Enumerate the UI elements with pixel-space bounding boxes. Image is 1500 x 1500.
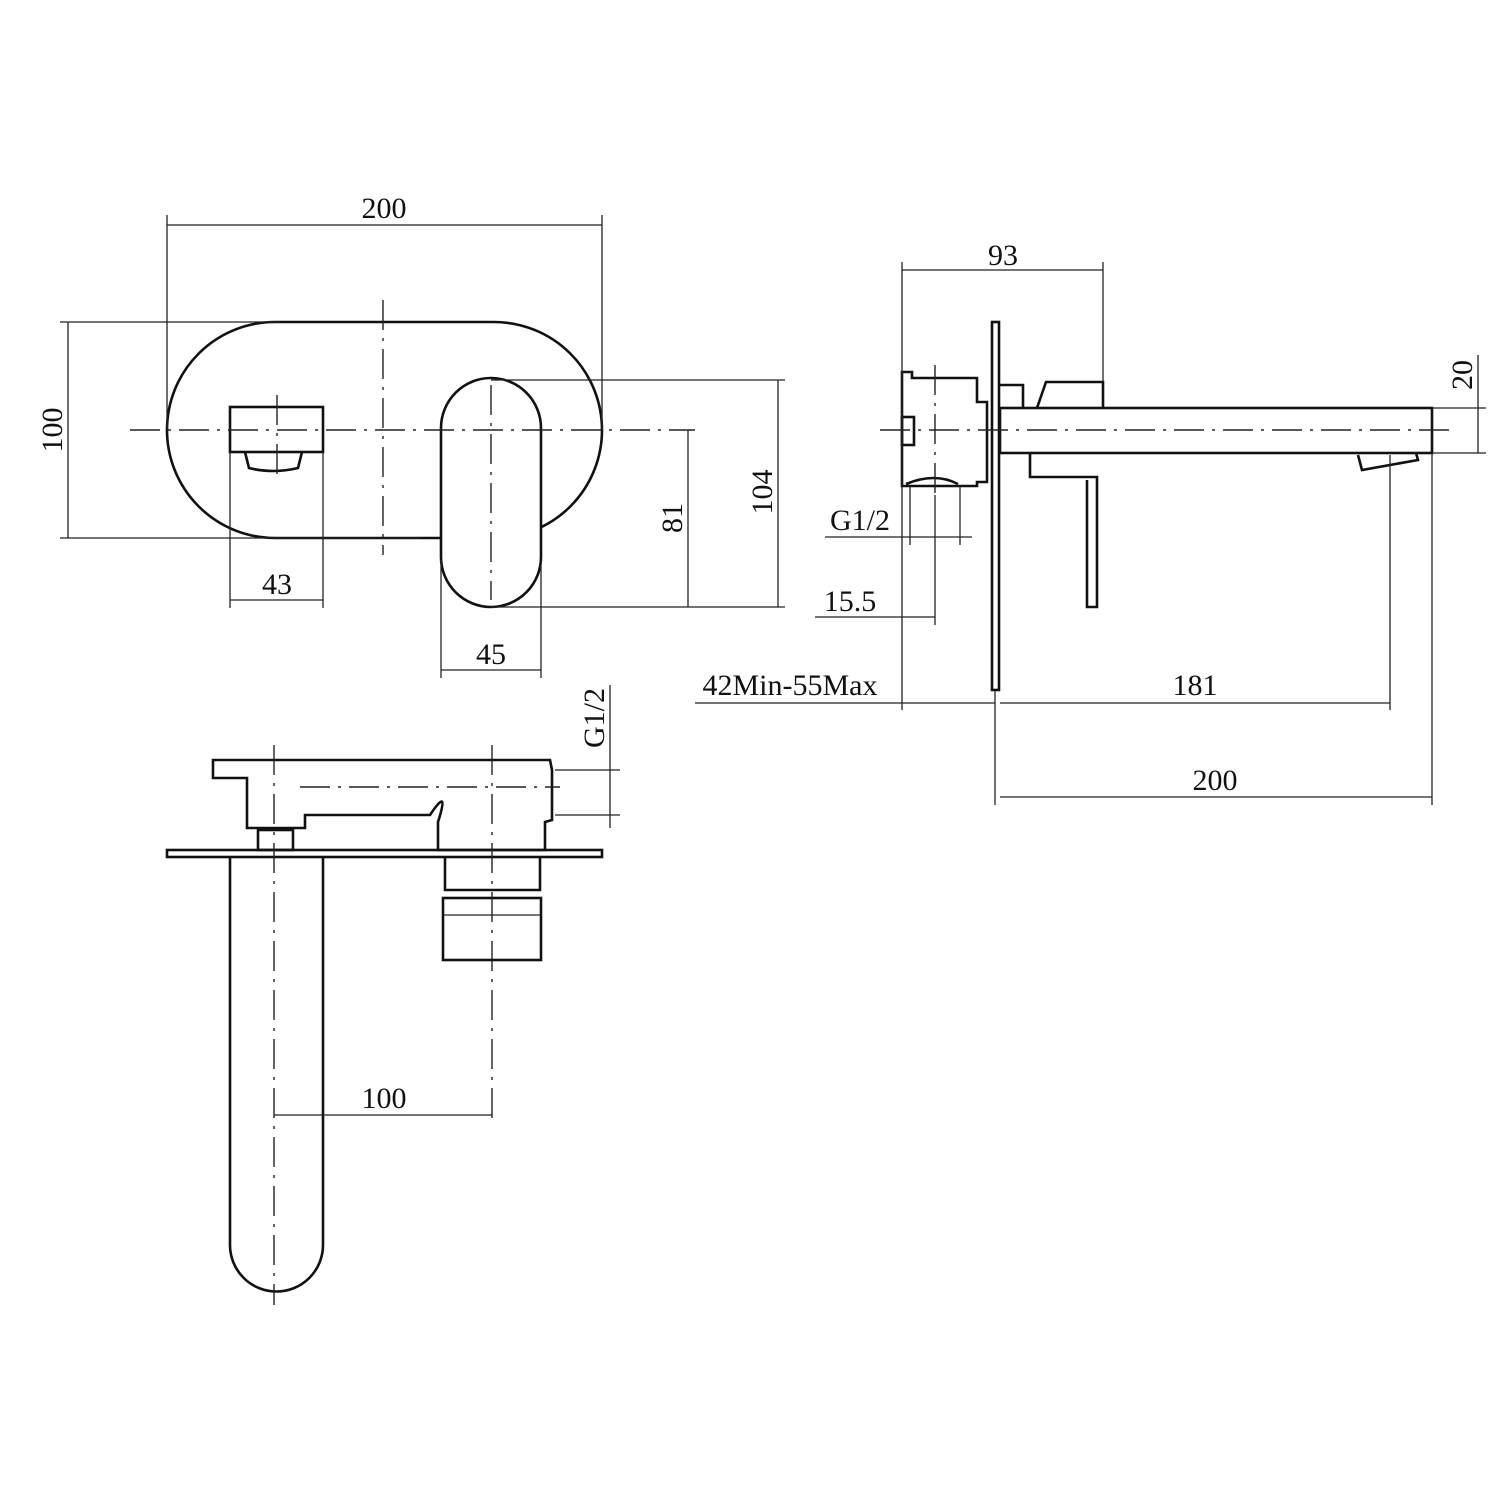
handle-lever-side — [1028, 453, 1099, 609]
top-view: 100 G1/2 — [165, 685, 620, 1305]
dim-spout-length: 200 — [1193, 764, 1238, 797]
side-view: 93 20 G1/2 15.5 42Min-55Max 181 200 — [695, 239, 1486, 805]
dim-handle-width: 45 — [476, 638, 506, 671]
dim-inlet-offset: 15.5 — [824, 585, 877, 618]
dim-inlet-thread: G1/2 — [830, 504, 890, 537]
spout-top — [228, 857, 325, 1293]
aerator-side — [1356, 452, 1420, 472]
dim-wall-range: 42Min-55Max — [703, 669, 878, 702]
handle-top-side — [1000, 380, 1105, 409]
valve-body-side — [900, 370, 989, 488]
dim-top-inlet-thread: G1/2 — [578, 688, 611, 748]
dim-centers: 100 — [362, 1082, 407, 1115]
dim-height: 100 — [36, 408, 69, 453]
dim-spout-height: 20 — [1446, 360, 1479, 390]
dim-depth: 93 — [988, 239, 1018, 272]
wall-plate-side — [990, 320, 1001, 692]
front-view: 200 100 43 45 81 104 — [36, 192, 785, 678]
aerator-front — [243, 451, 304, 473]
valve-body-top — [211, 758, 554, 852]
dim-width: 200 — [362, 192, 407, 225]
dim-handle-below-center: 81 — [656, 503, 689, 533]
spout-side — [998, 406, 1434, 455]
inlet-body-top — [443, 857, 542, 892]
dim-handle-height: 104 — [746, 470, 779, 515]
dim-spout-width: 43 — [262, 568, 292, 601]
dim-outlet-projection: 181 — [1173, 669, 1218, 702]
wall-plate-top — [165, 848, 604, 859]
